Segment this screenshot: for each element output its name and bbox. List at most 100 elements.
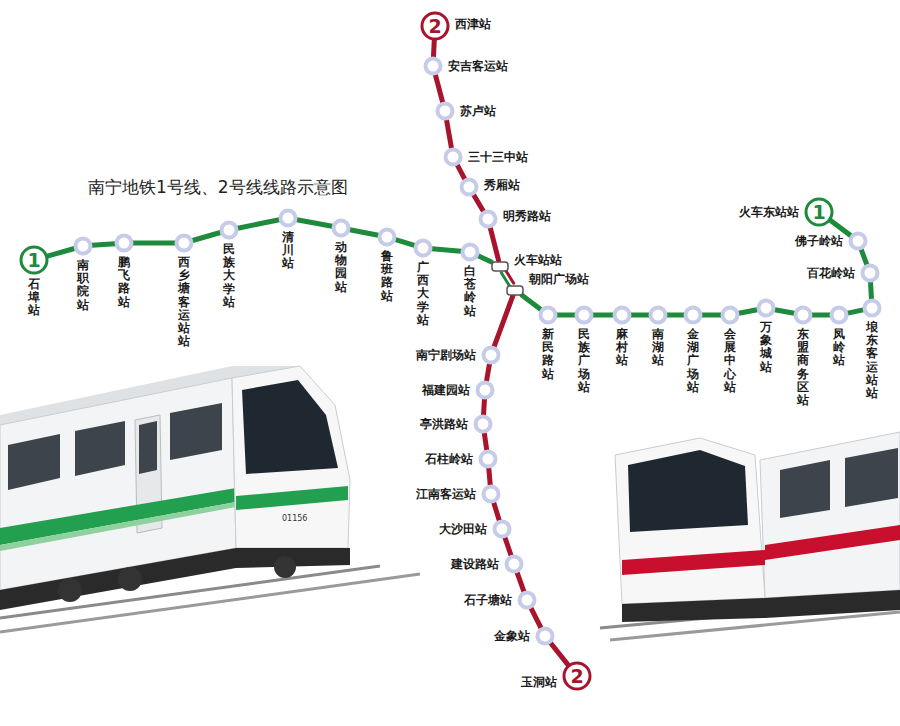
station-shape — [860, 263, 880, 283]
station-shape — [478, 449, 498, 469]
metro-line-segment — [830, 220, 851, 235]
station-circle: 明秀路站 — [478, 209, 498, 229]
metro-line-segment — [812, 313, 830, 318]
station-name: 西津站 — [455, 17, 491, 31]
station-circle: 百花岭站 — [860, 263, 880, 283]
station-shape — [535, 626, 555, 646]
station-name: 金象站 — [494, 629, 530, 643]
metro-line-segment — [474, 195, 484, 212]
metro-line-segment — [868, 282, 874, 299]
station-circle: 大沙田站 — [492, 519, 512, 539]
terminus-marker: 1火车东站站 — [804, 197, 834, 227]
station-shape — [331, 218, 351, 238]
station-shape — [793, 305, 813, 325]
metro-line-segment — [396, 240, 415, 246]
station-shape — [848, 231, 868, 251]
station-shape — [114, 233, 134, 253]
metro-line-segment — [92, 244, 115, 246]
station-circle: 凤岭站 — [829, 305, 849, 325]
metro-line-segment — [517, 572, 524, 591]
station-name: 埌东客运站站 — [866, 321, 878, 400]
station-name: 会展中心站 — [724, 328, 736, 394]
station-shape — [481, 345, 501, 365]
station-circle: 麻村站 — [612, 305, 632, 325]
station-name: 广西大学站 — [417, 261, 429, 327]
station-name: 万象城站 — [760, 321, 772, 374]
metro-line-segment — [350, 230, 378, 236]
station-name: 民族广场站 — [578, 328, 590, 394]
station-shape — [413, 238, 433, 258]
right-train — [600, 432, 900, 640]
metro-line-segment — [505, 538, 511, 556]
metro-line-segment — [593, 313, 613, 318]
station-shape — [423, 56, 443, 76]
station-shape — [478, 209, 498, 229]
station-circle: 鹏飞路站 — [114, 233, 134, 253]
station-name: 石柱岭站 — [425, 452, 473, 466]
metro-line-segment — [667, 313, 684, 318]
station-circle: 清川站 — [278, 208, 298, 228]
metro-line-segment — [494, 296, 513, 347]
station-shape — [862, 298, 882, 318]
station-name: 南职院站 — [77, 259, 89, 312]
station-name: 麻村站 — [616, 328, 628, 368]
station-shape — [174, 233, 194, 253]
station-shape — [73, 236, 93, 256]
station-name: 佛子岭站 — [795, 234, 843, 248]
station-name: 东盟商务区站 — [797, 328, 809, 407]
station-shape — [460, 242, 480, 262]
metro-line-segment — [739, 310, 757, 314]
line-number: 2 — [420, 11, 450, 41]
station-circle: 佛子岭站 — [848, 231, 868, 251]
metro-line-segment — [432, 249, 461, 251]
station-circle: 南职院站 — [73, 236, 93, 256]
metro-line-segment — [481, 399, 487, 415]
station-name: 江南客运站 — [416, 487, 476, 501]
metro-line-segment — [522, 296, 541, 310]
station-name: 福建园站 — [422, 383, 470, 397]
station-shape — [683, 305, 703, 325]
station-name: 百花岭站 — [807, 266, 855, 280]
train-number: 01156 — [282, 514, 307, 523]
left-train — [0, 366, 420, 632]
station-name: 朝阳广场站 — [529, 272, 589, 286]
station-circle: 石子塘站 — [517, 590, 537, 610]
station-circle: 民族广场站 — [574, 305, 594, 325]
station-circle: 动物园站 — [331, 218, 351, 238]
station-name: 亭洪路站 — [420, 417, 468, 431]
station-name: 玉洞站 — [521, 675, 557, 689]
station-name: 石子塘站 — [464, 593, 512, 607]
metro-line-segment — [557, 313, 575, 318]
terminus-marker: 2玉洞站 — [562, 661, 592, 691]
station-circle: 鲁班路站 — [377, 227, 397, 247]
terminus-marker: 1石埠站 — [19, 245, 49, 275]
station-shape — [435, 101, 455, 121]
terminus-marker: 2西津站 — [420, 11, 450, 41]
station-circle: 安吉客运站 — [423, 56, 443, 76]
station-shape — [278, 208, 298, 228]
metro-line-segment — [447, 120, 452, 148]
station-shape — [459, 177, 479, 197]
station-name: 火车站站 — [514, 253, 562, 267]
station-shape — [377, 227, 397, 247]
metro-line-segment — [457, 165, 465, 179]
station-name: 白苍岭站 — [464, 265, 476, 318]
station-circle: 福建园站 — [475, 380, 495, 400]
station-shape — [475, 380, 495, 400]
line-number: 2 — [562, 661, 592, 691]
station-shape — [504, 554, 524, 574]
metro-line-segment — [775, 310, 794, 314]
metro-line-segment — [531, 608, 541, 628]
station-name: 南湖站 — [652, 328, 664, 368]
station-shape — [612, 305, 632, 325]
station-shape — [219, 220, 239, 240]
station-circle: 金象站 — [535, 626, 555, 646]
interchange-station: 朝阳广场站 — [506, 285, 524, 296]
station-name: 鲁班路站 — [381, 250, 393, 303]
line-number: 1 — [804, 197, 834, 227]
station-shape — [829, 305, 849, 325]
station-circle: 江南客运站 — [481, 484, 501, 504]
station-circle: 广西大学站 — [413, 238, 433, 258]
metro-line-segment — [848, 310, 863, 313]
metro-line-segment — [478, 256, 491, 262]
